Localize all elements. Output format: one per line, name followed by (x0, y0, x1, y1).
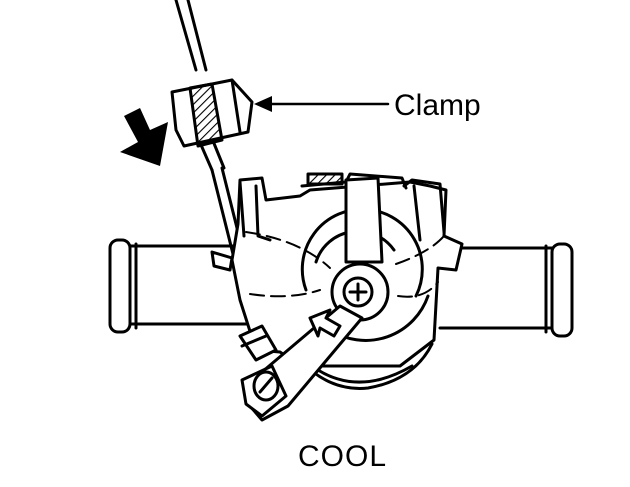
cable-end-fitting (238, 324, 278, 362)
push-direction-arrow-icon (120, 108, 168, 166)
clamp-label: Clamp (394, 89, 481, 122)
rotation-arrow-icon (308, 308, 342, 338)
internal-passage (245, 231, 445, 298)
left-pipe (108, 238, 252, 334)
center-shaft (330, 262, 390, 322)
right-pipe (438, 242, 574, 338)
upper-lever (344, 176, 384, 264)
cable-clamp (170, 78, 254, 148)
leader-arrowhead-icon (254, 96, 272, 112)
cool-label: COOL (298, 440, 387, 473)
